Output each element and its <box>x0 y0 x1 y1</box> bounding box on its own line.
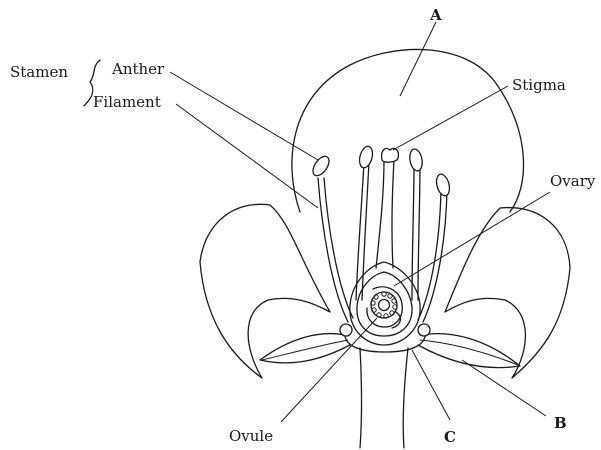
label-stamen: Stamen <box>10 65 68 80</box>
label-filament: Filament <box>93 95 161 110</box>
style <box>376 160 384 268</box>
label-b: B <box>554 416 567 431</box>
petal-a <box>292 49 524 212</box>
label-anther: Anther <box>112 62 164 77</box>
stigma <box>382 148 399 162</box>
petal-right <box>445 208 570 378</box>
leader-b <box>462 360 546 416</box>
anther-4 <box>434 173 451 197</box>
leader-filament <box>176 104 318 208</box>
leader-c <box>412 350 450 420</box>
label-ovule: Ovule <box>229 429 273 444</box>
filament-right-1 <box>412 166 414 300</box>
label-c: C <box>444 430 456 445</box>
leader-a <box>400 22 436 96</box>
label-a: A <box>430 8 442 23</box>
petal-left <box>200 204 330 378</box>
anther-2 <box>357 145 374 169</box>
sepal-left <box>260 334 350 363</box>
leader-ovary <box>394 192 550 286</box>
receptacle <box>345 330 426 352</box>
sepal-b <box>418 334 520 368</box>
leader-stigma <box>393 86 508 150</box>
stalk <box>360 348 362 448</box>
filament-right-2 <box>418 190 441 320</box>
label-stigma: Stigma <box>512 78 566 93</box>
label-ovary: Ovary <box>550 174 595 189</box>
anther-3 <box>408 148 424 172</box>
